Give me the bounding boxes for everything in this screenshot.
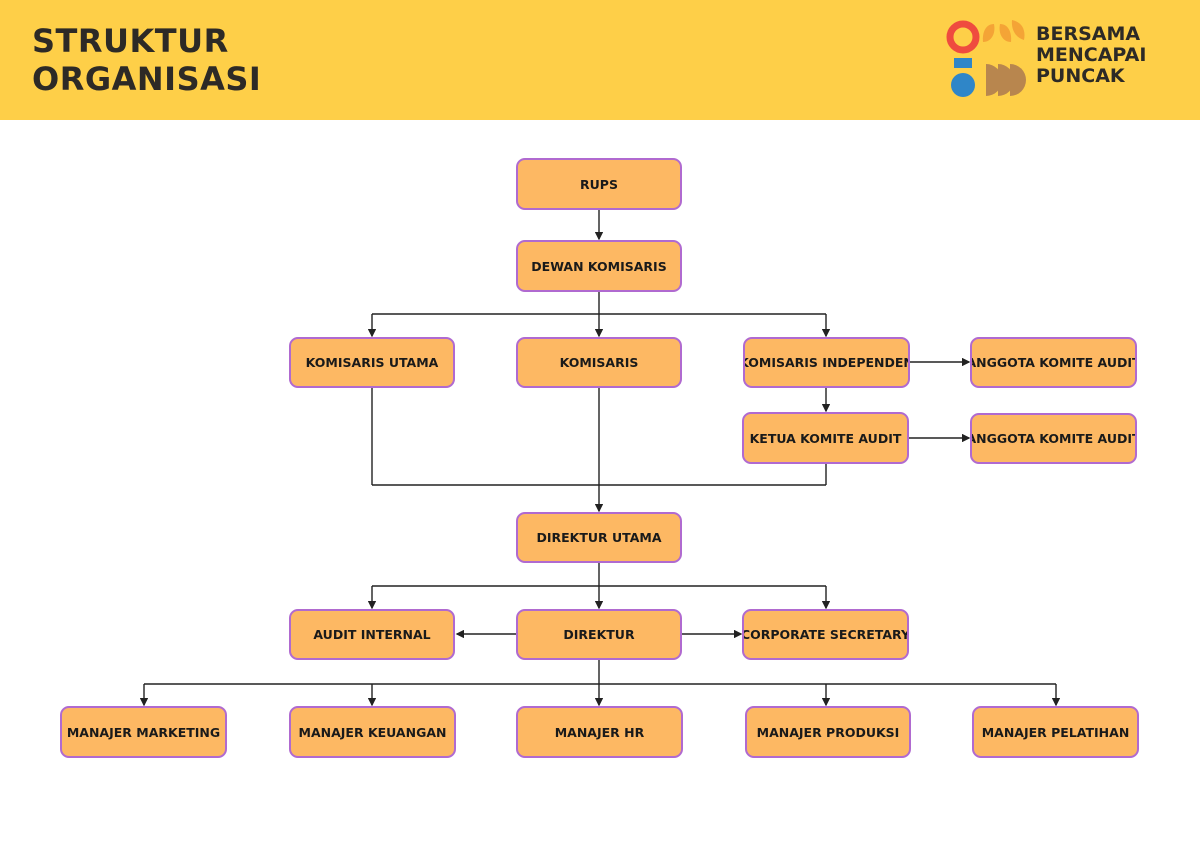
logo-mark-icon: [946, 20, 1026, 97]
node-audit-internal: AUDIT INTERNAL: [289, 609, 455, 660]
node-rups: RUPS: [516, 158, 682, 210]
node-manajer-keuangan: MANAJER KEUANGAN: [289, 706, 456, 758]
node-komisaris-utama: KOMISARIS UTAMA: [289, 337, 455, 388]
node-direktur: DIREKTUR: [516, 609, 682, 660]
logo: BERSAMA MENCAPAI PUNCAK: [946, 16, 1186, 100]
page-title: STRUKTUR ORGANISASI: [32, 22, 261, 98]
node-manajer-pelatihan: MANAJER PELATIHAN: [972, 706, 1139, 758]
logo-text-line2: MENCAPAI: [1036, 44, 1147, 66]
page-title-line2: ORGANISASI: [32, 60, 262, 98]
node-manajer-produksi: MANAJER PRODUKSI: [745, 706, 911, 758]
page-title-line1: STRUKTUR: [32, 22, 229, 60]
node-manajer-marketing: MANAJER MARKETING: [60, 706, 227, 758]
logo-text: BERSAMA MENCAPAI PUNCAK: [1036, 24, 1146, 87]
node-manajer-hr: MANAJER HR: [516, 706, 683, 758]
node-komisaris-independen: KOMISARIS INDEPENDEN: [743, 337, 910, 388]
node-anggota-komite-audit-1: ANGGOTA KOMITE AUDIT: [970, 337, 1137, 388]
logo-text-line3: PUNCAK: [1036, 65, 1125, 87]
logo-text-line1: BERSAMA: [1036, 23, 1141, 45]
node-ketua-komite-audit: KETUA KOMITE AUDIT: [742, 412, 909, 464]
node-anggota-komite-audit-2: ANGGOTA KOMITE AUDIT: [970, 413, 1137, 464]
node-dewan-komisaris: DEWAN KOMISARIS: [516, 240, 682, 292]
node-komisaris: KOMISARIS: [516, 337, 682, 388]
node-corporate-secretary: CORPORATE SECRETARY: [742, 609, 909, 660]
node-direktur-utama: DIREKTUR UTAMA: [516, 512, 682, 563]
header-bar: STRUKTUR ORGANISASI BERSAMA MENCAPAI PUN…: [0, 0, 1200, 120]
